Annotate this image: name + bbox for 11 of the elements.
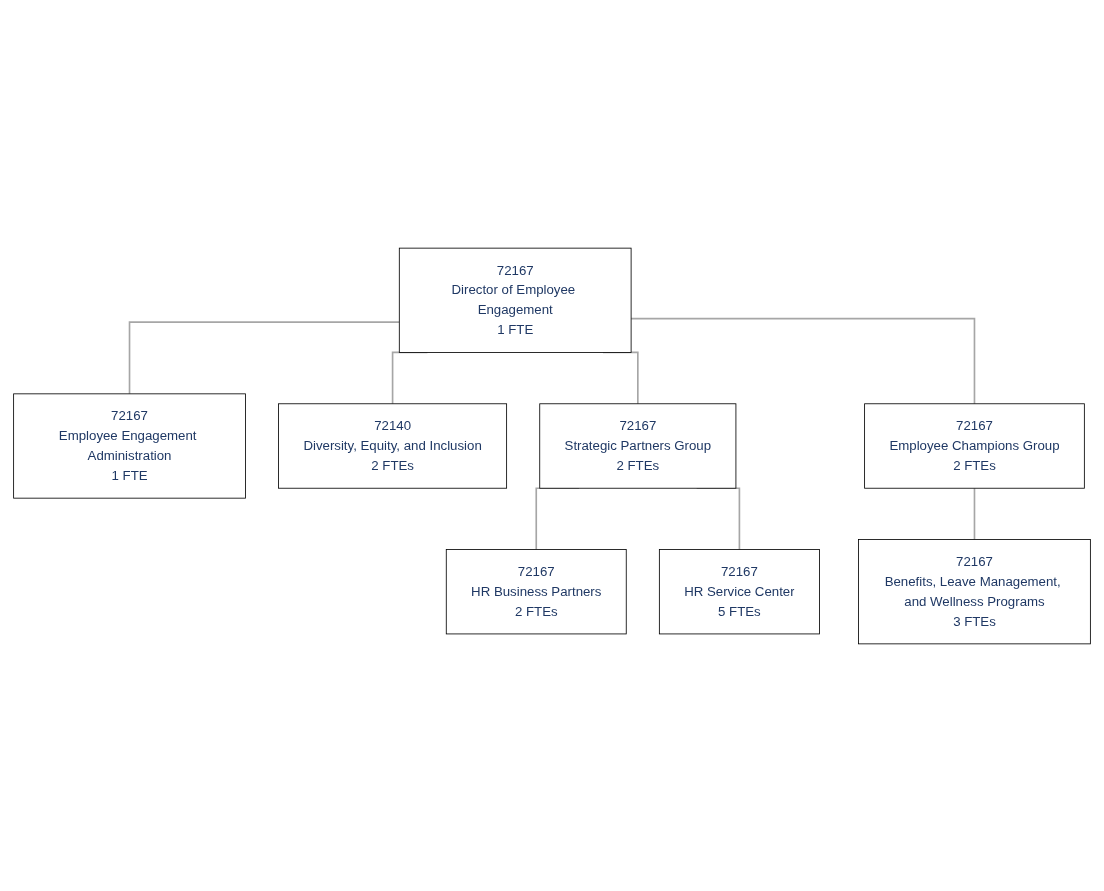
- node-box: 72167 Benefits, Leave Management, and Wellness Programs 3 FTEs: [858, 538, 1091, 644]
- node-box: 72140 Diversity, Equity, and Inclusion 2 FTEs: [278, 402, 508, 489]
- node-box: 72167 Employee Engagement Administration 1 FTE: [13, 392, 246, 499]
- connector: [973, 486, 976, 540]
- connector: [128, 320, 401, 395]
- node-box: 72167 Director of Employee Engagement 1 FTE: [398, 247, 632, 353]
- connector: [630, 317, 976, 405]
- node-box: 72167 Strategic Partners Group 2 FTEs: [539, 402, 737, 489]
- node-box: 72167 HR Service Center 5 FTEs: [658, 548, 820, 634]
- node-box: 72167 Employee Champions Group 2 FTEs: [864, 402, 1085, 489]
- node-box: 72167 HR Business Partners 2 FTEs: [445, 548, 627, 634]
